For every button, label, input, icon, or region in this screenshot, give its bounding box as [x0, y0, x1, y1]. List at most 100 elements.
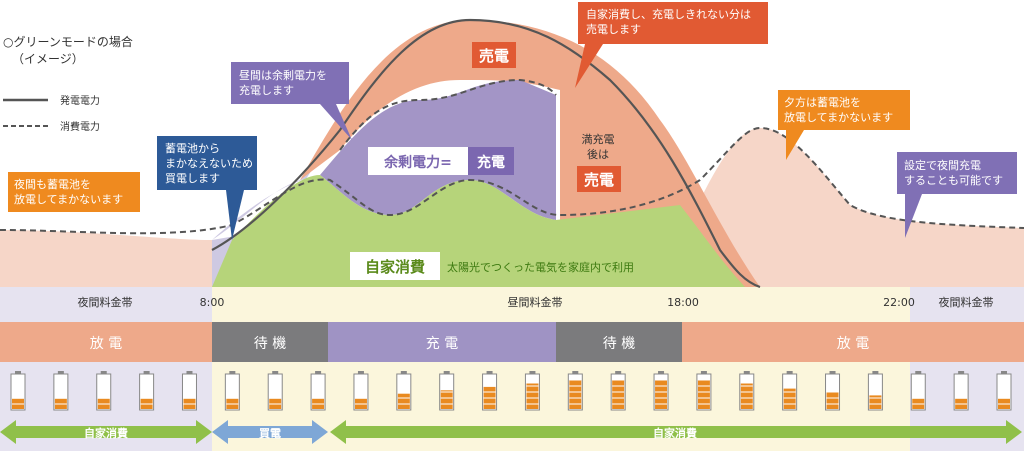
mode-band-discharge-left — [0, 322, 212, 362]
battery-level-fill — [740, 383, 753, 409]
day-rate: 昼間料金帯 — [508, 295, 563, 309]
battery-icon — [482, 371, 498, 411]
self-consumption-area — [212, 175, 745, 287]
legend-title-1: ○グリーンモードの場合 — [3, 34, 133, 49]
battery-icon — [524, 371, 540, 411]
battery-icon — [181, 371, 197, 411]
svg-text:放電してまかないます: 放電してまかないます — [784, 110, 893, 124]
svg-text:夕方は蓄電池を: 夕方は蓄電池を — [784, 95, 861, 109]
surplus-label: 余剰電力= — [383, 154, 452, 171]
battery-icon — [267, 371, 283, 411]
battery-icon — [396, 371, 412, 411]
battery-icon — [224, 371, 240, 411]
time-1800: 18:00 — [667, 296, 699, 309]
mode-band-standby-1 — [212, 322, 328, 362]
battery-level-fill — [826, 392, 839, 409]
callout-evening-discharge: 夕方は蓄電池を 放電してまかないます — [778, 90, 910, 160]
svg-text:設定で夜間充電: 設定で夜間充電 — [904, 158, 981, 172]
callout-night-charge: 設定で夜間充電 することも可能です — [897, 152, 1017, 238]
day-bg — [212, 287, 910, 451]
mode-discharge-left: 放 電 — [90, 336, 122, 352]
time-2200: 22:00 — [883, 296, 915, 309]
baiden-top-box — [472, 42, 516, 68]
battery-level-fill — [440, 390, 453, 409]
battery-level-fill — [397, 393, 410, 409]
battery-icon — [610, 371, 626, 411]
arrow-self-left — [0, 420, 212, 444]
night-bg-right — [910, 287, 1024, 451]
mode-discharge-right: 放 電 — [837, 336, 869, 352]
svg-text:まかなえないため: まかなえないため — [165, 157, 253, 170]
callout-daytime-surplus: 昼間は余剰電力を 充電します — [231, 62, 352, 140]
generation-curve — [211, 18, 761, 289]
battery-level-fill — [612, 380, 625, 409]
self-consumption-label: 自家消費 — [365, 258, 425, 276]
mode-charging: 充 電 — [426, 336, 458, 352]
svg-text:夜間も蓄電池を: 夜間も蓄電池を — [14, 177, 91, 191]
battery-icon — [439, 371, 455, 411]
battery-icon — [825, 371, 841, 411]
arrow-self-left-label: 自家消費 — [84, 426, 128, 440]
legend-generation: 発電電力 — [60, 94, 100, 107]
callout-night-discharge: 夜間も蓄電池を 放電してまかないます — [8, 172, 140, 212]
self-consumption-note: 太陽光でつくった電気を家庭内で利用 — [447, 260, 634, 274]
battery-icon — [96, 371, 112, 411]
battery-limit-curve — [339, 78, 557, 151]
night-rate-left: 夜間料金帯 — [78, 295, 133, 309]
callout-sell-surplus: 自家消費し、充電しきれない分は 売電します — [575, 2, 768, 88]
consumption-curve — [0, 126, 1024, 235]
mode-standby-1: 待 機 — [254, 336, 286, 352]
battery-level-fill — [869, 395, 882, 409]
battery-icon — [139, 371, 155, 411]
night-bg-left — [0, 287, 212, 451]
battery-icon — [996, 371, 1012, 411]
baiden-after-label: 売電 — [584, 171, 614, 189]
battery-icon — [739, 371, 755, 411]
battery-row — [10, 371, 1012, 411]
svg-text:自家消費し、充電しきれない分は: 自家消費し、充電しきれない分は — [586, 7, 751, 21]
arrow-self-right-label: 自家消費 — [653, 426, 697, 440]
battery-level-fill — [569, 380, 582, 409]
svg-text:買電します: 買電します — [165, 172, 220, 185]
battery-icon — [353, 371, 369, 411]
legend-title-2: （イメージ） — [12, 52, 84, 66]
mode-band-standby-2 — [556, 322, 682, 362]
arrow-self-right — [330, 420, 1022, 444]
arrow-buy-label: 買電 — [259, 427, 281, 440]
svg-text:昼間は余剰電力を: 昼間は余剰電力を — [239, 68, 327, 82]
battery-icon — [53, 371, 69, 411]
svg-text:売電します: 売電します — [586, 23, 641, 36]
callout-buy-power: 蓄電池から まかなえないため 買電します — [157, 136, 257, 240]
charge-box — [468, 147, 514, 175]
self-consumption-box — [350, 252, 440, 280]
battery-icon — [696, 371, 712, 411]
legend-consumption: 消費電力 — [60, 120, 100, 133]
mode-band-discharge-right — [682, 322, 1024, 362]
baiden-after-box — [577, 166, 621, 192]
baiden-top-label: 売電 — [479, 47, 509, 65]
battery-icon — [953, 371, 969, 411]
svg-text:充電します: 充電します — [239, 83, 294, 97]
svg-text:蓄電池から: 蓄電池から — [165, 142, 220, 155]
full-charge-line1: 満充電 — [582, 132, 615, 146]
charge-label: 充電 — [477, 154, 505, 171]
battery-icon — [310, 371, 326, 411]
surplus-box — [368, 147, 468, 175]
battery-level-fill — [655, 380, 668, 409]
battery-level-fill — [697, 380, 710, 409]
mode-standby-2: 待 機 — [603, 336, 635, 352]
battery-icon — [867, 371, 883, 411]
battery-icon — [653, 371, 669, 411]
battery-icon — [567, 371, 583, 411]
battery-icon — [910, 371, 926, 411]
time-0800: 8:00 — [200, 296, 225, 309]
battery-level-fill — [526, 383, 539, 409]
arrow-buy — [212, 420, 328, 444]
full-charge-line2: 後は — [587, 147, 609, 161]
svg-text:放電してまかないます: 放電してまかないます — [14, 192, 123, 206]
consumption-area — [0, 128, 1024, 287]
mode-band-charging — [328, 322, 556, 362]
svg-text:することも可能です: することも可能です — [904, 173, 1003, 187]
